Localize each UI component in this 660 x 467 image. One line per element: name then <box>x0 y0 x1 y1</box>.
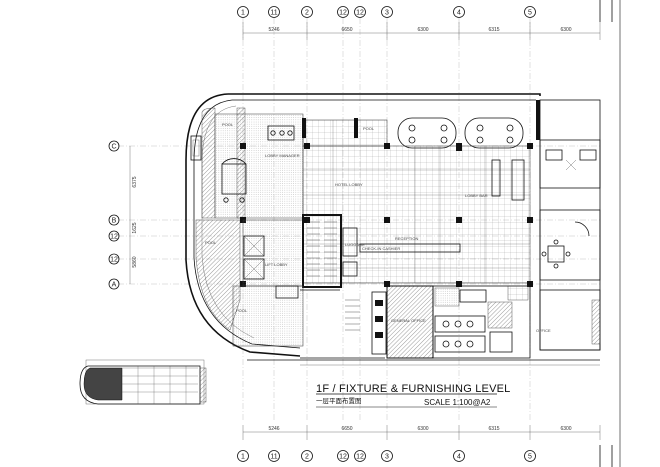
top-grid-bubbles: 1 11 2 12 12 3 4 5 <box>237 6 536 18</box>
drawing-title-block: 1F / FIXTURE & FURNISHING LEVEL 一层平面布置图 … <box>316 383 510 408</box>
pool-label-c: POOL <box>205 240 217 245</box>
svg-text:4: 4 <box>457 454 461 461</box>
grid-bubble-b: B <box>108 214 120 226</box>
grid-bubble-a: A <box>108 278 120 290</box>
bottom-grid-bubbles: 1 11 2 12 12 3 4 5 <box>237 445 613 467</box>
general-office-label: GENERAL OFFICE <box>391 318 426 323</box>
svg-text:2: 2 <box>305 454 309 461</box>
drawing-scale: SCALE 1:100@A2 <box>424 398 491 407</box>
pool-label-a: POOL <box>222 122 234 127</box>
lift-lobby-core: LIFT LOBBY LUGGAGE <box>242 214 365 288</box>
bottom-bubble-11: 11 <box>268 450 280 462</box>
bottom-bubble-2: 2 <box>301 450 313 462</box>
svg-text:B: B <box>112 218 117 225</box>
svg-text:12: 12 <box>339 454 347 461</box>
grid-bubble-c: C <box>108 140 120 152</box>
lobby-manager-label: LOBBY MANAGER <box>265 153 300 158</box>
svg-text:11: 11 <box>270 454 277 461</box>
svg-text:12: 12 <box>356 454 364 461</box>
grid-bubble-12a: 12 <box>337 6 349 18</box>
key-plan-thumbnail <box>79 359 207 405</box>
bottom-dim-1: 5246 <box>268 426 279 432</box>
hotel-lobby-label: HOTEL LOBBY <box>335 182 363 187</box>
top-dim-4: 6315 <box>488 27 499 33</box>
lobby-manager-area: LOBBY MANAGER POOL <box>214 113 304 219</box>
drawing-subtitle: 一层平面布置图 <box>316 396 362 405</box>
side-dim-3: 5860 <box>132 256 138 267</box>
southwest-pool: POOL POOL <box>205 240 385 359</box>
bottom-dim-5: 6300 <box>560 426 571 432</box>
lift-lobby-label: LIFT LOBBY <box>265 262 288 267</box>
general-office: GENERAL OFFICE <box>371 285 434 359</box>
bottom-bubble-12b: 12 <box>354 450 366 462</box>
top-dim-3: 6300 <box>417 27 428 33</box>
svg-text:5: 5 <box>528 10 532 17</box>
luggage-label: LUGGAGE <box>345 242 365 247</box>
top-dimension-line: 5246 6650 6300 6315 6300 <box>242 0 613 40</box>
grid-bubble-3: 3 <box>381 6 393 18</box>
svg-text:C: C <box>111 144 116 151</box>
east-wing: OFFICE <box>536 99 601 351</box>
bottom-dim-2: 6650 <box>341 426 352 432</box>
top-dim-5: 6300 <box>560 27 571 33</box>
svg-text:1: 1 <box>241 10 245 17</box>
building-outline <box>185 93 541 357</box>
bottom-bubble-5: 5 <box>524 450 536 462</box>
bottom-bubble-3: 3 <box>381 450 393 462</box>
grid-bubble-1: 1 <box>237 6 249 18</box>
drawing-title: 1F / FIXTURE & FURNISHING LEVEL <box>316 383 510 395</box>
top-dim-2: 6650 <box>341 27 352 33</box>
bottom-bubble-12a: 12 <box>337 450 349 462</box>
south-edge <box>247 359 600 366</box>
side-dim-2: 1625 <box>132 222 138 233</box>
bottom-dim-4: 6315 <box>488 426 499 432</box>
back-of-house <box>432 285 531 359</box>
side-dim-1: 6375 <box>132 176 138 187</box>
svg-text:12: 12 <box>110 257 118 264</box>
bottom-bubble-4: 4 <box>453 450 465 462</box>
reception-desk: RECEPTION CHECK-IN CASHIER <box>359 236 461 253</box>
svg-text:12: 12 <box>356 10 364 17</box>
svg-text:4: 4 <box>457 10 461 17</box>
grid-bubble-12-row-a: 12 <box>108 230 120 242</box>
pool-label-d: POOL <box>236 308 248 313</box>
grid-bubble-11: 11 <box>268 6 280 18</box>
grid-bubble-12b: 12 <box>354 6 366 18</box>
svg-text:2: 2 <box>305 10 309 17</box>
svg-text:1: 1 <box>241 454 245 461</box>
office-label: OFFICE <box>536 328 551 333</box>
svg-text:5: 5 <box>528 454 532 461</box>
reception-label: RECEPTION <box>395 236 418 241</box>
west-pool-zone <box>190 107 246 331</box>
svg-text:3: 3 <box>385 454 389 461</box>
svg-text:3: 3 <box>385 10 389 17</box>
lobby-bar-lounges <box>397 117 525 201</box>
grid-bubble-2: 2 <box>301 6 313 18</box>
left-grid-bubbles: C B 12 12 A 6375 1625 5860 <box>108 140 138 290</box>
svg-text:11: 11 <box>270 10 277 17</box>
checkin-cashier-label: CHECK-IN CASHIER <box>362 246 400 251</box>
bottom-bubble-1: 1 <box>237 450 249 462</box>
svg-text:12: 12 <box>339 10 347 17</box>
grid-bubble-12-row-b: 12 <box>108 253 120 265</box>
grid-bubble-5: 5 <box>524 6 536 18</box>
grid-bubble-4: 4 <box>453 6 465 18</box>
svg-text:A: A <box>112 282 117 289</box>
pool-label-b: POOL <box>363 126 375 131</box>
bottom-dimension-line: 5246 6650 6300 6315 6300 <box>242 425 601 440</box>
lobby-bar-label: LOBBY BAR <box>465 193 488 198</box>
bottom-dim-3: 6300 <box>417 426 428 432</box>
svg-text:12: 12 <box>110 234 118 241</box>
hotel-lobby-area: HOTEL LOBBY LOBBY BAR POOL <box>302 119 531 284</box>
